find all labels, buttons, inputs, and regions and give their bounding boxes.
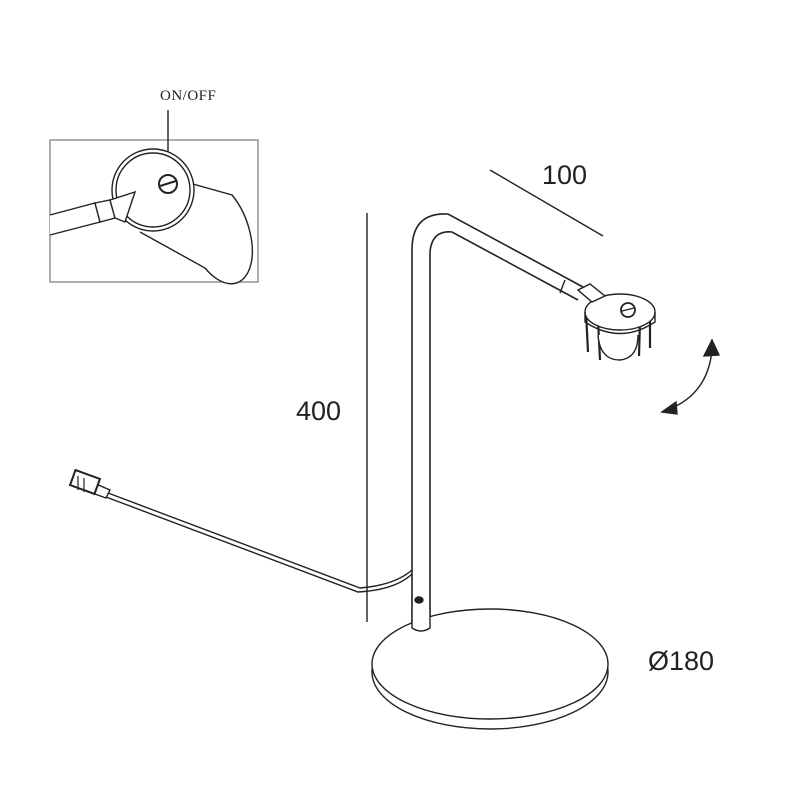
arm-dimension-line xyxy=(489,169,604,237)
inset-frame xyxy=(49,139,259,283)
base-diameter-label: Ø180 xyxy=(648,646,715,676)
screwdriver-tip-icon xyxy=(109,190,137,223)
head-switch-screw-icon xyxy=(620,302,636,318)
arrow-head-down-icon xyxy=(660,400,678,415)
cable-plug-icon xyxy=(68,468,102,496)
arm-length-label: 100 xyxy=(542,160,588,190)
switch-screw-icon xyxy=(158,174,178,194)
switch-detail-inset xyxy=(49,110,259,285)
lamp-body xyxy=(371,213,721,730)
power-cable xyxy=(68,468,424,604)
head-face-inner xyxy=(115,152,191,228)
rotation-arrow xyxy=(671,349,713,409)
arrow-head-up-icon xyxy=(702,338,721,357)
head-face-outer xyxy=(111,148,195,232)
lamp-head xyxy=(576,283,656,361)
height-dimension-label: 400 xyxy=(296,396,342,426)
screwdriver-shaft xyxy=(49,202,101,236)
on-off-label: ON/OFF xyxy=(160,88,217,104)
